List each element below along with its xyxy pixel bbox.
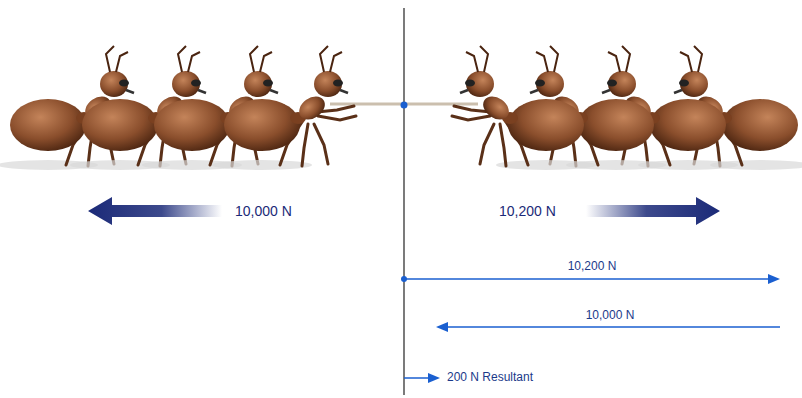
force-label: 200 N Resultant: [445, 371, 535, 385]
force-label: 10,200 N: [566, 260, 619, 274]
force-label: 10,000 N: [233, 203, 294, 219]
force-label: 10,000 N: [584, 309, 637, 323]
force-label: 10,200 N: [497, 203, 558, 219]
